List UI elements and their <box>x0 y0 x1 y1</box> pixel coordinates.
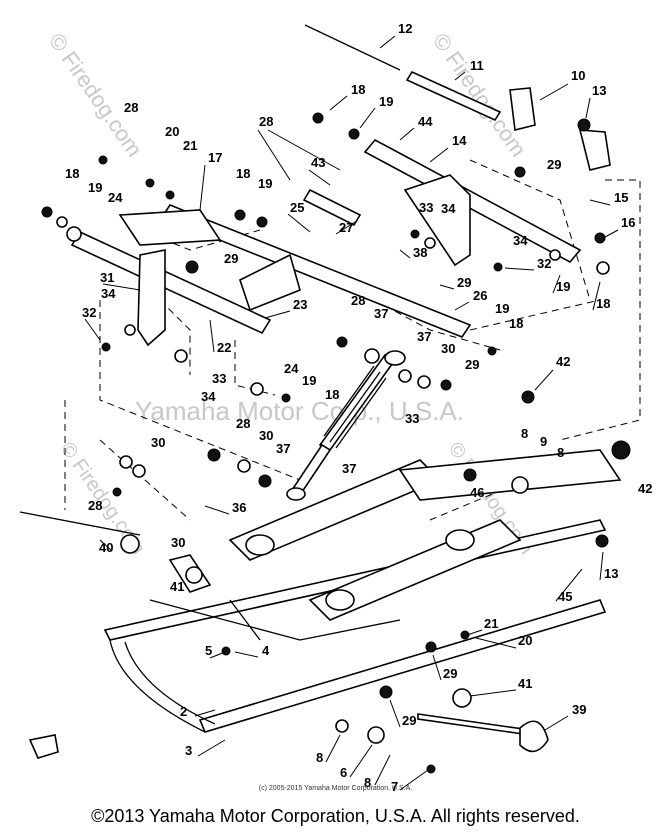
callout-c18c: 18 <box>236 166 250 181</box>
callout-c18a: 18 <box>351 82 365 97</box>
slide-rail-frame <box>103 449 622 733</box>
callout-c29a: 29 <box>547 157 561 172</box>
callout-c29b: 29 <box>224 251 238 266</box>
shock-absorber <box>286 350 406 501</box>
callout-c34d: 34 <box>201 389 216 404</box>
callout-c18b: 18 <box>65 166 79 181</box>
callout-c24b: 24 <box>284 361 299 376</box>
callout-c15: 15 <box>614 190 628 205</box>
callout-c33b: 33 <box>212 371 226 386</box>
copyright-notice: ©2013 Yamaha Motor Corporation, U.S.A. A… <box>91 806 580 826</box>
callout-c16: 16 <box>621 215 635 230</box>
callout-c3: 3 <box>185 743 192 758</box>
callout-c40: 40 <box>99 540 113 555</box>
callout-c29d: 29 <box>465 357 479 372</box>
callout-c28d: 28 <box>236 416 250 431</box>
callout-c19e: 19 <box>495 301 509 316</box>
callout-c18d: 18 <box>596 296 610 311</box>
callout-c21a: 21 <box>183 138 197 153</box>
callout-c18f: 18 <box>325 387 339 402</box>
callout-c12: 12 <box>398 21 412 36</box>
callout-c37c: 37 <box>276 441 290 456</box>
inner-credit-text: (c) 2005-2015 Yamaha Motor Corporation, … <box>258 785 413 792</box>
upper-shaft-assembly <box>70 24 611 347</box>
callout-c32b: 32 <box>82 305 96 320</box>
callout-c18e: 18 <box>509 316 523 331</box>
callout-c44: 44 <box>418 114 433 129</box>
callout-c30c: 30 <box>151 435 165 450</box>
callout-c13a: 13 <box>592 83 606 98</box>
callout-c38: 38 <box>413 245 427 260</box>
callout-c28c: 28 <box>351 293 365 308</box>
callout-c19b: 19 <box>258 176 272 191</box>
callout-c34c: 34 <box>101 286 116 301</box>
callout-c5: 5 <box>205 643 212 658</box>
callout-c8d: 8 <box>364 775 371 790</box>
callout-c19a: 19 <box>379 94 393 109</box>
callout-c23: 23 <box>293 297 307 312</box>
callout-c22: 22 <box>217 340 231 355</box>
callout-c8b: 8 <box>557 445 564 460</box>
yamaha-watermark: Yamaha Motor Corp., U.S.A. <box>135 396 464 426</box>
callout-c30d: 30 <box>171 535 185 550</box>
callout-c11: 11 <box>470 58 484 73</box>
callout-c46: 46 <box>470 485 484 500</box>
callout-c9: 9 <box>540 434 547 449</box>
leader-lines <box>84 35 619 791</box>
callout-c26: 26 <box>473 288 487 303</box>
callout-c29c: 29 <box>457 275 471 290</box>
callout-c29f: 29 <box>402 713 416 728</box>
callout-c8a: 8 <box>521 426 528 441</box>
callout-c17: 17 <box>208 150 222 165</box>
firedog-watermark-top-left: © Firedog.com <box>44 29 147 162</box>
callout-c29e: 29 <box>443 666 457 681</box>
callout-c39: 39 <box>572 702 586 717</box>
callout-c32a: 32 <box>537 256 551 271</box>
callout-c20b: 20 <box>518 633 532 648</box>
callout-c30b: 30 <box>259 428 273 443</box>
callout-c36: 36 <box>232 500 246 515</box>
callout-c37d: 37 <box>342 461 356 476</box>
callout-c2: 2 <box>180 704 187 719</box>
callout-c19f: 19 <box>302 373 316 388</box>
callout-c28a: 28 <box>124 100 138 115</box>
callout-c28e: 28 <box>88 498 102 513</box>
callout-c41a: 41 <box>170 579 184 594</box>
callout-c20a: 20 <box>165 124 179 139</box>
callout-c19c: 19 <box>88 180 102 195</box>
callout-c34b: 34 <box>513 233 528 248</box>
callout-c13b: 13 <box>604 566 618 581</box>
hardware-parts <box>19 112 631 774</box>
callout-c41b: 41 <box>518 676 532 691</box>
callout-c31: 31 <box>100 270 114 285</box>
callout-c43: 43 <box>311 155 325 170</box>
callout-c19d: 19 <box>556 279 570 294</box>
callout-c25: 25 <box>290 200 304 215</box>
callout-c42b: 42 <box>638 481 652 496</box>
callout-c10: 10 <box>571 68 585 83</box>
callout-c42a: 42 <box>556 354 570 369</box>
callout-c6: 6 <box>340 765 347 780</box>
callout-c27: 27 <box>339 220 353 235</box>
callout-c4: 4 <box>262 643 270 658</box>
callout-c14: 14 <box>452 133 467 148</box>
callout-c33c: 33 <box>405 411 419 426</box>
callout-c37b: 37 <box>417 329 431 344</box>
callout-c8c: 8 <box>316 750 323 765</box>
callout-c7: 7 <box>391 779 398 794</box>
callout-c30a: 30 <box>441 341 455 356</box>
callout-c37a: 37 <box>374 306 388 321</box>
callout-c33a: 33 <box>419 200 433 215</box>
callout-c34a: 34 <box>441 201 456 216</box>
callout-c24a: 24 <box>108 190 123 205</box>
callout-c21b: 21 <box>484 616 498 631</box>
callout-c45: 45 <box>558 589 572 604</box>
callout-c28b: 28 <box>259 114 273 129</box>
